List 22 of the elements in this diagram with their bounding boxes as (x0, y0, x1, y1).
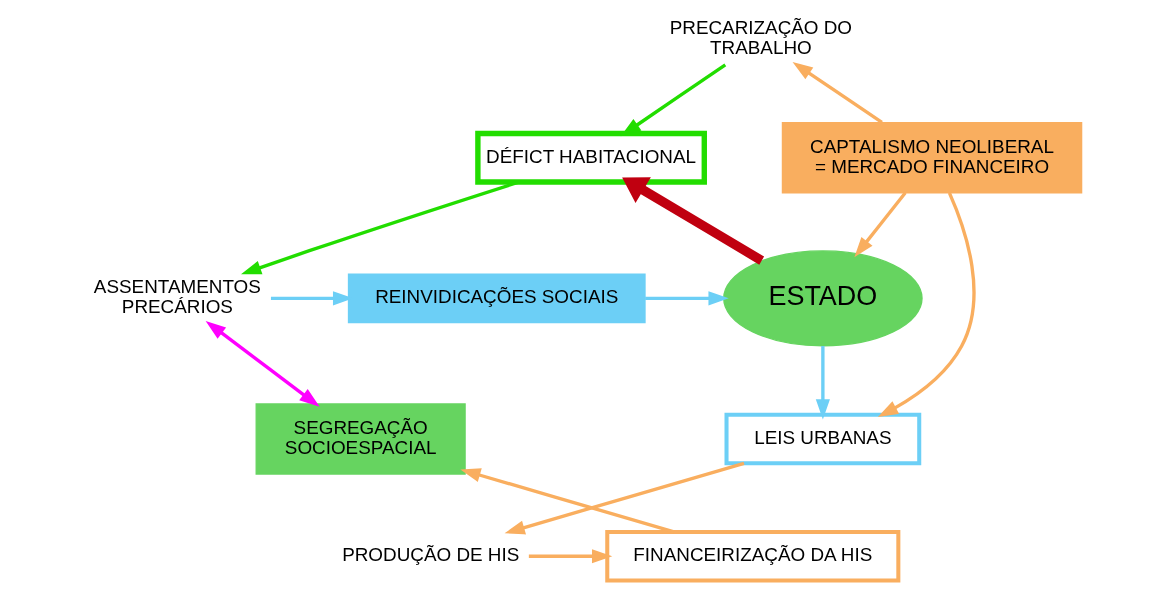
arrow (877, 192, 976, 418)
arrow (241, 180, 520, 275)
arrow (504, 461, 745, 535)
arrow (854, 191, 907, 258)
node-text: PRECARIZAÇÃO DO TRABALHO (669, 17, 853, 59)
node-box: DÉFICT HABITACIONAL (475, 130, 707, 185)
node-box: CAPTALISMO NEOLIBERAL = MERCADO FINANCEIRO (781, 122, 1083, 194)
arrow (792, 61, 883, 124)
arrow (620, 63, 727, 137)
arrow (460, 468, 675, 534)
node-box: REINVIDICAÇÕES SOCIAIS (347, 273, 646, 324)
arrow (205, 320, 320, 407)
node-box: FINANCEIRIZAÇÃO DA HIS (605, 529, 901, 583)
arrow (815, 346, 830, 420)
node-box: SEGREGAÇÃO SOCIOESPACIAL (255, 403, 466, 475)
node-text: PRODUÇÃO DE HIS (342, 544, 520, 566)
arrow (622, 177, 765, 265)
arrow (528, 549, 613, 564)
node-text: ASSENTAMENTOS PRECÁRIOS (93, 276, 261, 318)
node-box: LEIS URBANAS (724, 412, 922, 466)
node-ellipse: ESTADO (723, 250, 923, 347)
arrow (645, 291, 729, 306)
